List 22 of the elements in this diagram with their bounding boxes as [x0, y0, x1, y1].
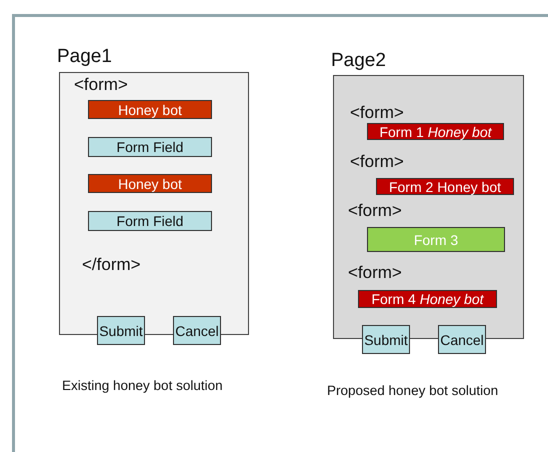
honeypot-field: Honey bot	[88, 100, 212, 119]
markup-tag: <form>	[350, 103, 404, 123]
honeypot-form: Form 2 Honey bot	[376, 178, 514, 195]
page-label: Existing honey bot solution	[62, 378, 223, 393]
form-block: Form 3	[367, 227, 505, 252]
form-field: Form Field	[88, 211, 212, 231]
button: Submit	[362, 325, 410, 354]
markup-tag: <form>	[348, 201, 402, 221]
form-field: Form Field	[88, 137, 212, 157]
markup-tag: <form>	[348, 263, 402, 283]
button: Cancel	[438, 325, 486, 354]
page-title: Page2	[331, 50, 386, 72]
markup-tag: <form>	[74, 75, 128, 95]
honeypot-form: Form 1 Honey bot	[367, 123, 504, 140]
honeypot-field: Honey bot	[88, 174, 212, 193]
button: Submit	[97, 316, 145, 345]
page-label: Proposed honey bot solution	[327, 383, 498, 398]
markup-tag: </form>	[82, 255, 141, 275]
page-title: Page1	[57, 46, 112, 68]
button: Cancel	[173, 316, 221, 345]
markup-tag: <form>	[350, 152, 404, 172]
honeypot-form: Form 4 Honey bot	[358, 290, 497, 308]
